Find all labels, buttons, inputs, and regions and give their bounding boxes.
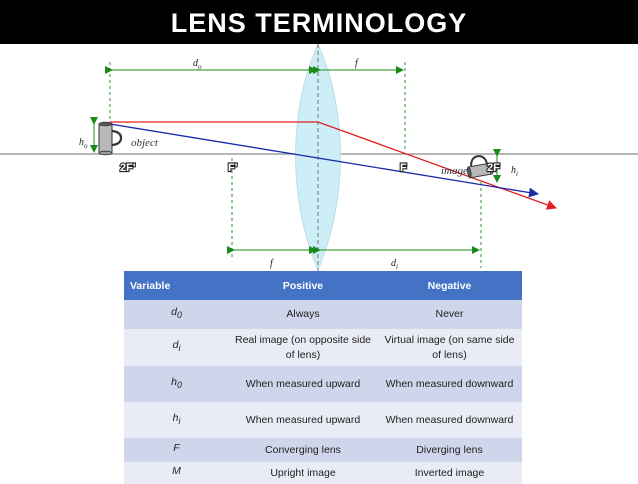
header-negative: Negative	[377, 271, 522, 300]
f-point-label: F	[400, 162, 407, 174]
object-mug-icon	[98, 121, 123, 156]
negative-cell: Virtual image (on same side of lens)	[377, 329, 522, 366]
variable-cell: d0	[124, 300, 229, 329]
object-distance-label: do	[193, 58, 202, 71]
image-height-label: hi	[511, 165, 518, 178]
two-f-label: 2F	[487, 162, 500, 174]
object-height-label: ho	[79, 137, 88, 150]
parallel-ray	[110, 121, 557, 210]
lens-terms-table: Variable Positive Negative d0 Always Nev…	[124, 271, 522, 484]
central-ray	[109, 123, 539, 198]
positive-cell: Real image (on opposite side of lens)	[229, 329, 377, 366]
object-label: object	[131, 137, 159, 149]
image-mug-icon	[467, 155, 494, 179]
table-header-row: Variable Positive Negative	[124, 271, 522, 300]
positive-cell: When measured upward	[229, 366, 377, 402]
table-row: M Upright image Inverted image	[124, 462, 522, 484]
variable-cell: h0	[124, 366, 229, 402]
page-title: LENS TERMINOLOGY	[170, 8, 468, 38]
positive-cell: Converging lens	[229, 438, 377, 462]
header-variable: Variable	[124, 271, 229, 300]
two-f-prime-label: 2F'	[120, 162, 136, 174]
negative-cell: Diverging lens	[377, 438, 522, 462]
variable-cell: F	[124, 438, 229, 462]
variable-cell: M	[124, 462, 229, 484]
table-row: hi When measured upward When measured do…	[124, 402, 522, 438]
focal-length-top-label: f	[355, 58, 359, 69]
negative-cell: Never	[377, 300, 522, 329]
positive-cell: Always	[229, 300, 377, 329]
table-row: di Real image (on opposite side of lens)…	[124, 329, 522, 366]
image-label: image	[441, 165, 468, 177]
table-row: h0 When measured upward When measured do…	[124, 366, 522, 402]
header-positive: Positive	[229, 271, 377, 300]
lens-diagram: do f f di ho hi object image 2F' F' F 2F	[0, 44, 638, 272]
table-row: F Converging lens Diverging lens	[124, 438, 522, 462]
table-row: d0 Always Never	[124, 300, 522, 329]
negative-cell: When measured downward	[377, 402, 522, 438]
f-prime-label: F'	[228, 162, 238, 174]
negative-cell: Inverted image	[377, 462, 522, 484]
positive-cell: When measured upward	[229, 402, 377, 438]
negative-cell: When measured downward	[377, 366, 522, 402]
positive-cell: Upright image	[229, 462, 377, 484]
focal-length-bottom-label: f	[270, 258, 274, 269]
variable-cell: di	[124, 329, 229, 366]
variable-cell: hi	[124, 402, 229, 438]
image-distance-label: di	[391, 258, 398, 271]
title-bar: LENS TERMINOLOGY	[0, 0, 638, 44]
